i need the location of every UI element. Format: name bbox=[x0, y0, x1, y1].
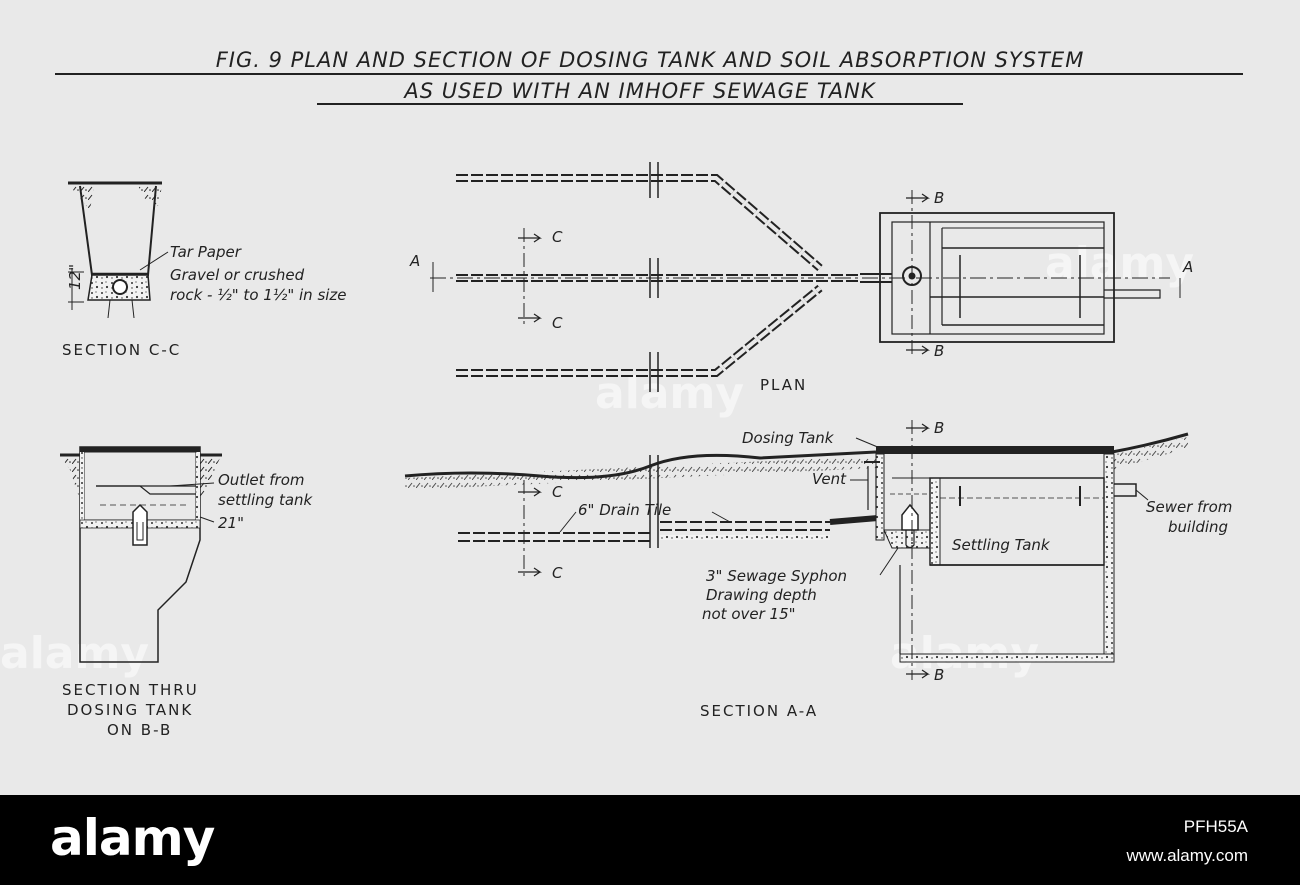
dosing-tank-label: Dosing Tank bbox=[742, 429, 835, 447]
gravel-label-2: rock - ½" to 1½" in size bbox=[170, 286, 347, 304]
syphon-label-1: 3" Sewage Syphon bbox=[706, 567, 847, 585]
section-aa-diagram: C C bbox=[404, 419, 1232, 720]
plan-diagram: A A C C bbox=[409, 162, 1193, 394]
syphon-label-2: Drawing depth bbox=[706, 586, 817, 604]
section-marker-c-bottom: C bbox=[552, 564, 563, 582]
syphon-label-3: not over 15" bbox=[702, 605, 796, 623]
dosing-syphon-icon bbox=[901, 503, 919, 531]
watermark-text: alamy bbox=[1045, 238, 1194, 289]
dosing-heading-1: SECTION THRU bbox=[62, 681, 199, 699]
section-marker-b-top: B bbox=[934, 419, 944, 437]
footer-url[interactable]: www.alamy.com bbox=[1126, 846, 1248, 865]
drain-tile-pipe-icon bbox=[112, 279, 128, 295]
dosing-heading-2: DOSING TANK bbox=[67, 701, 193, 719]
section-cc-diagram: 12" Tar Paper Gravel or crushed rock - ½… bbox=[62, 181, 347, 359]
cc-dimension-label: 12" bbox=[66, 264, 84, 290]
figure-title: FIG. 9 PLAN AND SECTION OF DOSING TANK A… bbox=[55, 48, 1243, 105]
sewer-label-2: building bbox=[1168, 518, 1228, 536]
footer-brand-logo: alamy bbox=[50, 809, 215, 867]
section-marker-c-top: C bbox=[552, 483, 563, 501]
dosing-tank-section-diagram: Outlet from settling tank 21" SECTION TH… bbox=[60, 446, 314, 739]
technical-drawing: alamy alamy alamy alamy FIG. 9 PLAN AND … bbox=[0, 48, 1243, 739]
section-aa-heading: SECTION A-A bbox=[700, 702, 818, 720]
syphon-bell-icon bbox=[132, 503, 148, 546]
drawing-canvas: alamy alamy alamy alamy FIG. 9 PLAN AND … bbox=[0, 48, 1243, 739]
footer-bar: alamy PFH55A www.alamy.com bbox=[0, 795, 1300, 885]
dosing-heading-3: ON B-B bbox=[107, 721, 172, 739]
tank-plan-outline bbox=[879, 212, 1115, 343]
outlet-label-1: Outlet from bbox=[218, 471, 304, 489]
vent-label: Vent bbox=[812, 470, 847, 488]
watermarks: alamy alamy alamy alamy bbox=[0, 238, 1194, 679]
plan-marker-c-top: C bbox=[552, 228, 563, 246]
plan-marker-c-bottom: C bbox=[552, 314, 563, 332]
outlet-label-2: settling tank bbox=[218, 491, 314, 509]
gravel-label-1: Gravel or crushed bbox=[170, 266, 305, 284]
depth-label: 21" bbox=[218, 514, 244, 532]
drain-tile-label: 6" Drain Tile bbox=[578, 501, 671, 519]
plan-marker-b-bottom: B bbox=[934, 342, 944, 360]
plan-marker-a-right: A bbox=[1182, 258, 1193, 276]
sewer-label-1: Sewer from bbox=[1146, 498, 1232, 516]
title-line-1: FIG. 9 PLAN AND SECTION OF DOSING TANK A… bbox=[216, 48, 1085, 72]
plan-marker-a-left: A bbox=[409, 252, 420, 270]
footer-image-id: PFH55A bbox=[1183, 817, 1248, 836]
tar-paper-label: Tar Paper bbox=[170, 243, 242, 261]
settling-tank-label: Settling Tank bbox=[952, 536, 1051, 554]
section-cc-heading: SECTION C-C bbox=[62, 341, 181, 359]
title-line-2: AS USED WITH AN IMHOFF SEWAGE TANK bbox=[402, 79, 877, 103]
plan-marker-b-top: B bbox=[934, 189, 944, 207]
watermark-text: alamy bbox=[0, 628, 149, 679]
section-marker-b-bottom: B bbox=[934, 666, 944, 684]
plan-heading: PLAN bbox=[760, 376, 807, 394]
tank-cover bbox=[876, 446, 1114, 454]
